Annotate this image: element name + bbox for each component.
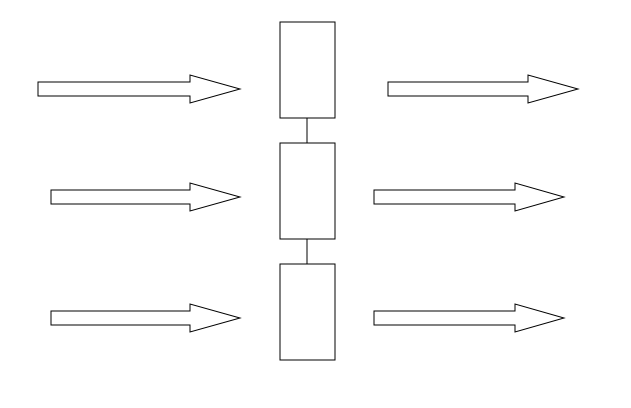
input-arrow-3 — [50, 303, 242, 333]
input-arrow-2 — [50, 182, 242, 212]
output-arrow-1 — [387, 74, 580, 104]
box-3 — [279, 263, 336, 361]
box-2 — [279, 142, 336, 240]
output-arrow-3 — [373, 303, 566, 333]
input-arrow-1 — [37, 74, 242, 104]
box-1 — [279, 21, 336, 119]
output-arrow-2 — [373, 182, 566, 212]
